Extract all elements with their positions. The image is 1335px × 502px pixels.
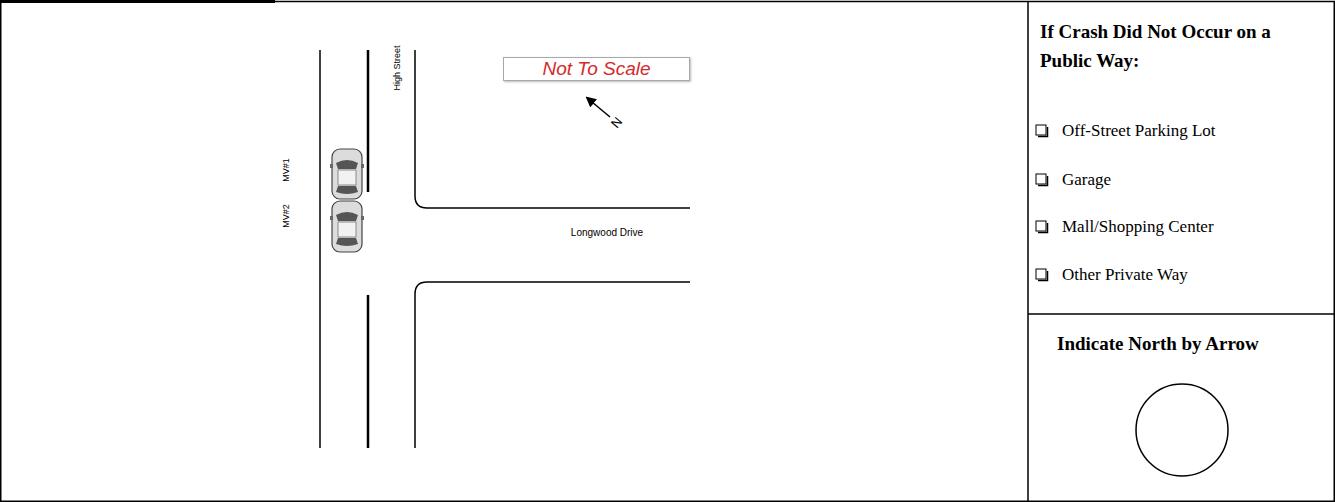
car-body xyxy=(332,201,362,252)
private-way-panel: If Crash Did Not Occur on a Public Way: O… xyxy=(1029,3,1334,314)
center-line xyxy=(367,50,370,448)
checkbox xyxy=(1036,269,1046,279)
car-mirror xyxy=(361,164,364,168)
north-arrow xyxy=(592,102,610,117)
checkbox-group xyxy=(1036,125,1048,281)
car-mirror xyxy=(330,164,333,168)
scale-note: Not To Scale xyxy=(504,58,689,80)
checkbox-shadow xyxy=(1038,127,1048,137)
checkbox-shadow xyxy=(1038,176,1048,186)
street-name: High Street xyxy=(393,45,403,90)
vehicle-label: MV#1 xyxy=(282,158,292,182)
north-circle xyxy=(1136,384,1228,476)
vehicle-label: MV#2 xyxy=(282,204,292,228)
panel-heading: Indicate North by Arrow xyxy=(1057,333,1259,355)
vehicle-one xyxy=(330,149,364,199)
car-rear-window xyxy=(336,238,358,246)
road-edge xyxy=(319,50,321,448)
road-edge xyxy=(415,282,690,448)
car-windshield xyxy=(336,160,358,169)
road-edge xyxy=(415,50,690,208)
scale-note-box: Not To Scale xyxy=(503,57,690,81)
checkbox-label: Other Private Way xyxy=(1062,265,1188,285)
checkbox xyxy=(1036,174,1046,184)
car-roof xyxy=(338,222,356,237)
panel-divider xyxy=(1027,1,1029,502)
checkbox-label: Off-Street Parking Lot xyxy=(1062,121,1216,141)
panel-divider xyxy=(1028,313,1335,315)
checkbox xyxy=(1036,125,1046,135)
checkbox xyxy=(1036,221,1046,231)
checkbox-shadow xyxy=(1038,271,1048,281)
car-mirror xyxy=(330,216,333,220)
car-rear-window xyxy=(336,186,358,194)
vehicle-two xyxy=(330,201,364,252)
car-windshield xyxy=(336,212,358,221)
checkbox-label: Mall/Shopping Center xyxy=(1062,217,1214,237)
panel-heading: If Crash Did Not Occur on a Public Way: xyxy=(1040,17,1320,75)
car-mirror xyxy=(361,216,364,220)
north-panel: Indicate North by Arrow xyxy=(1029,315,1334,501)
car-body xyxy=(332,149,362,199)
header-bar xyxy=(0,0,275,3)
checkbox-label: Garage xyxy=(1062,170,1111,190)
street-name: Longwood Drive xyxy=(571,227,643,238)
car-roof xyxy=(338,170,356,185)
checkbox-shadow xyxy=(1038,223,1048,233)
north-letter: N xyxy=(609,115,626,131)
